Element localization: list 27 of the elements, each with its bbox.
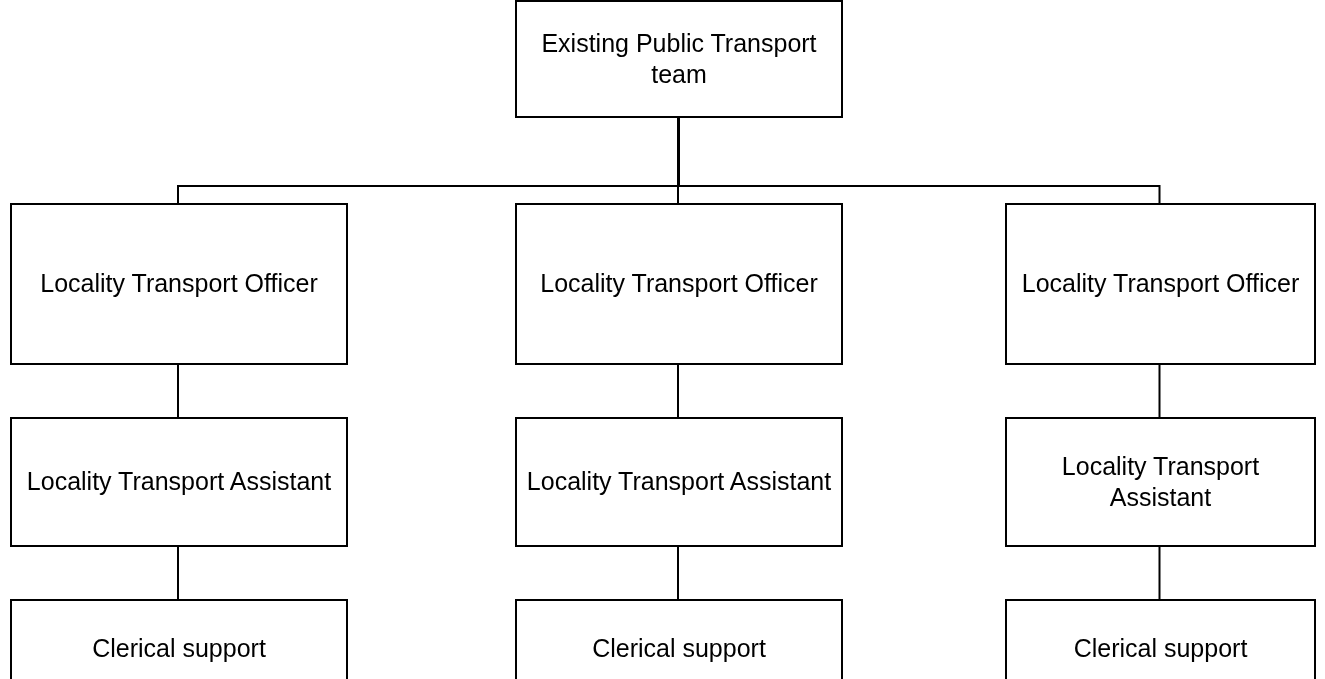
role-title: Locality Transport Officer (1020, 268, 1301, 300)
role-title: Clerical support (1072, 633, 1249, 665)
role-title: Locality Transport Officer (39, 268, 319, 300)
role-box (1005, 203, 1316, 365)
connector-line (177, 364, 179, 418)
role-box (515, 417, 843, 547)
connector-line (177, 546, 179, 600)
role-title: Locality Transport Assistant (1060, 450, 1261, 513)
role-title: Locality Transport Officer (539, 268, 819, 300)
role-title: Clerical support (591, 633, 767, 665)
role-box (10, 417, 348, 547)
role-title: Existing Public Transport team (540, 27, 818, 90)
connector-line (1158, 364, 1161, 418)
role-box (1005, 417, 1316, 547)
connector-line (677, 364, 679, 418)
role-title: Clerical support (91, 633, 267, 665)
connector-line (1158, 546, 1161, 600)
role-title: Locality Transport Assistant (25, 466, 333, 498)
connector-line (677, 546, 679, 600)
role-box (10, 203, 348, 365)
role-title: Locality Transport Assistant (525, 466, 833, 498)
role-box (515, 599, 843, 679)
role-box (1005, 599, 1316, 679)
role-box (515, 0, 843, 118)
connector-line (677, 117, 679, 204)
role-box (10, 599, 348, 679)
role-box (515, 203, 843, 365)
